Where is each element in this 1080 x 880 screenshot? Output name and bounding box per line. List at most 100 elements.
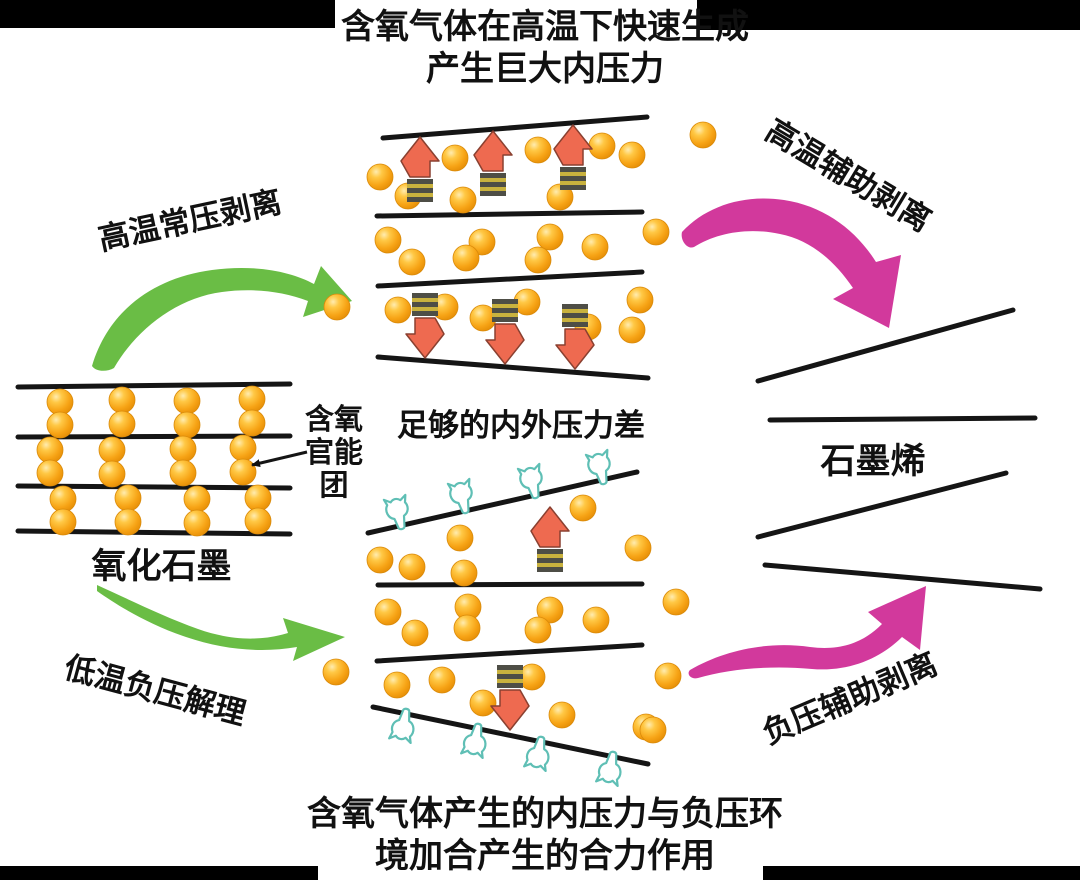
oxygen-group-ball xyxy=(452,244,480,272)
oxygen-group-ball xyxy=(524,616,552,644)
oxygen-group-ball xyxy=(642,218,670,246)
pulling-claw-icon xyxy=(460,722,487,760)
bottom-left-black-bar xyxy=(0,866,318,880)
functional-group-pointer-arrow xyxy=(251,450,308,468)
sheet-line xyxy=(375,354,651,381)
oxygen-group-ball xyxy=(323,293,351,321)
pulling-claw-icon xyxy=(382,493,409,531)
oxygen-group-ball xyxy=(383,671,411,699)
oxygen-group-ball xyxy=(183,485,211,513)
pressure-spring-arrow-up xyxy=(473,130,513,196)
oxygen-group-ball xyxy=(229,434,257,462)
oxygen-group-ball xyxy=(469,689,497,717)
oxygen-group-ball xyxy=(569,494,597,522)
label-oxygen-functional-group: 含氧 官能 团 xyxy=(304,404,363,502)
oxygen-group-ball xyxy=(384,296,412,324)
pressure-spring-arrow-down xyxy=(485,299,525,365)
bottom-right-black-bar xyxy=(763,866,1080,880)
oxygen-group-ball xyxy=(114,484,142,512)
oxygen-group-ball xyxy=(581,233,609,261)
green-arrow-top-left xyxy=(92,266,352,371)
bottom-caption: 含氧气体产生的内压力与负压环 境加合产生的合力作用 xyxy=(307,795,783,875)
oxygen-group-ball xyxy=(524,136,552,164)
magenta-arrow-bottom-right xyxy=(688,586,926,679)
oxygen-group-ball xyxy=(108,410,136,438)
oxygen-group-ball xyxy=(173,387,201,415)
label-graphite-oxide: 氧化石墨 xyxy=(91,547,232,586)
pulling-claw-icon xyxy=(446,477,473,515)
oxygen-group-ball xyxy=(322,658,350,686)
oxygen-group-ball xyxy=(441,144,469,172)
pressure-spring-arrow-down xyxy=(555,304,595,370)
sheet-line xyxy=(375,269,645,289)
sheet-line xyxy=(767,415,1038,423)
oxygen-group-ball xyxy=(639,716,667,744)
oxygen-group-ball xyxy=(548,701,576,729)
oxygen-group-ball xyxy=(536,596,564,624)
oxygen-group-ball xyxy=(588,132,616,160)
oxygen-group-ball xyxy=(428,666,456,694)
oxygen-group-ball xyxy=(662,588,690,616)
oxygen-group-ball xyxy=(374,598,402,626)
oxygen-group-ball xyxy=(229,458,257,486)
sheet-line xyxy=(15,381,293,390)
pressure-spring-arrow-up xyxy=(530,506,570,572)
pressure-spring-arrow-up xyxy=(553,124,593,190)
oxygen-group-ball xyxy=(524,246,552,274)
oxygen-group-ball xyxy=(449,186,477,214)
oxygen-group-ball xyxy=(36,459,64,487)
oxygen-group-ball xyxy=(238,409,266,437)
oxygen-group-ball xyxy=(169,459,197,487)
oxygen-group-ball xyxy=(450,559,478,587)
green-arrow-bottom-left xyxy=(97,585,345,661)
oxygen-group-ball xyxy=(654,662,682,690)
magenta-arrow-top-right xyxy=(681,198,901,328)
oxygen-group-ball xyxy=(689,121,717,149)
oxygen-group-ball xyxy=(618,141,646,169)
pulling-claw-icon xyxy=(584,448,611,486)
oxygen-group-ball xyxy=(98,436,126,464)
oxygen-group-ball xyxy=(98,460,126,488)
oxygen-group-ball xyxy=(398,553,426,581)
oxygen-group-ball xyxy=(36,436,64,464)
oxygen-group-ball xyxy=(582,606,610,634)
pulling-claw-icon xyxy=(595,750,622,788)
sheet-line xyxy=(374,642,645,664)
sheet-line xyxy=(375,581,645,588)
oxygen-group-ball xyxy=(49,508,77,536)
oxygen-group-ball xyxy=(536,223,564,251)
pressure-spring-arrow-down xyxy=(490,665,530,731)
top-title: 含氧气体在高温下快速生成 产生巨大内压力 xyxy=(341,8,749,88)
oxygen-group-ball xyxy=(624,534,652,562)
oxygen-group-ball xyxy=(169,435,197,463)
pulling-claw-icon xyxy=(516,462,543,500)
sheet-line xyxy=(370,704,651,767)
oxygen-group-ball xyxy=(46,388,74,416)
oxygen-group-ball xyxy=(114,508,142,536)
oxygen-group-ball xyxy=(238,385,266,413)
oxygen-group-ball xyxy=(446,524,474,552)
oxygen-group-ball xyxy=(108,386,136,414)
oxygen-group-ball xyxy=(173,411,201,439)
sheet-line xyxy=(762,562,1043,592)
sheet-line xyxy=(755,307,1016,384)
oxygen-group-ball xyxy=(366,163,394,191)
oxygen-group-ball xyxy=(626,286,654,314)
sheet-line xyxy=(374,209,645,219)
oxygen-group-ball xyxy=(244,484,272,512)
sheet-line xyxy=(755,470,1009,540)
top-left-black-bar xyxy=(0,0,335,28)
label-pressure-difference: 足够的内外压力差 xyxy=(397,408,645,443)
label-graphene: 石墨烯 xyxy=(820,442,926,481)
oxygen-group-ball xyxy=(374,226,402,254)
pulling-claw-icon xyxy=(523,735,550,773)
sheet-line xyxy=(365,469,640,536)
pulling-claw-icon xyxy=(388,707,415,745)
rendered-structures xyxy=(15,114,1043,788)
oxygen-group-ball xyxy=(244,507,272,535)
oxygen-group-ball xyxy=(398,248,426,276)
oxygen-group-ball xyxy=(366,546,394,574)
oxygen-group-ball xyxy=(468,228,496,256)
oxygen-group-ball xyxy=(401,619,429,647)
